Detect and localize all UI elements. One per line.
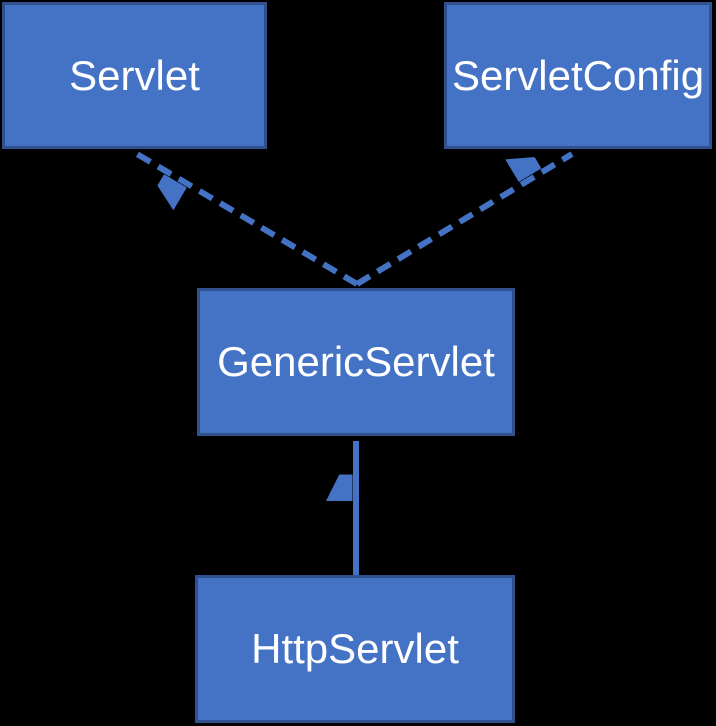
node-http-servlet: HttpServlet	[195, 575, 515, 723]
node-generic-servlet: GenericServlet	[197, 288, 515, 436]
node-servlet-label: Servlet	[69, 51, 200, 99]
node-servlet-config: ServletConfig	[444, 2, 712, 149]
dashed-arrow-generic-to-servletconfig	[355, 151, 574, 287]
node-servlet: Servlet	[2, 2, 267, 149]
node-http-servlet-label: HttpServlet	[251, 625, 459, 672]
node-generic-servlet-label: GenericServlet	[217, 338, 495, 385]
node-servlet-config-label: ServletConfig	[451, 51, 705, 99]
dashed-arrow-generic-to-servlet	[135, 151, 359, 287]
